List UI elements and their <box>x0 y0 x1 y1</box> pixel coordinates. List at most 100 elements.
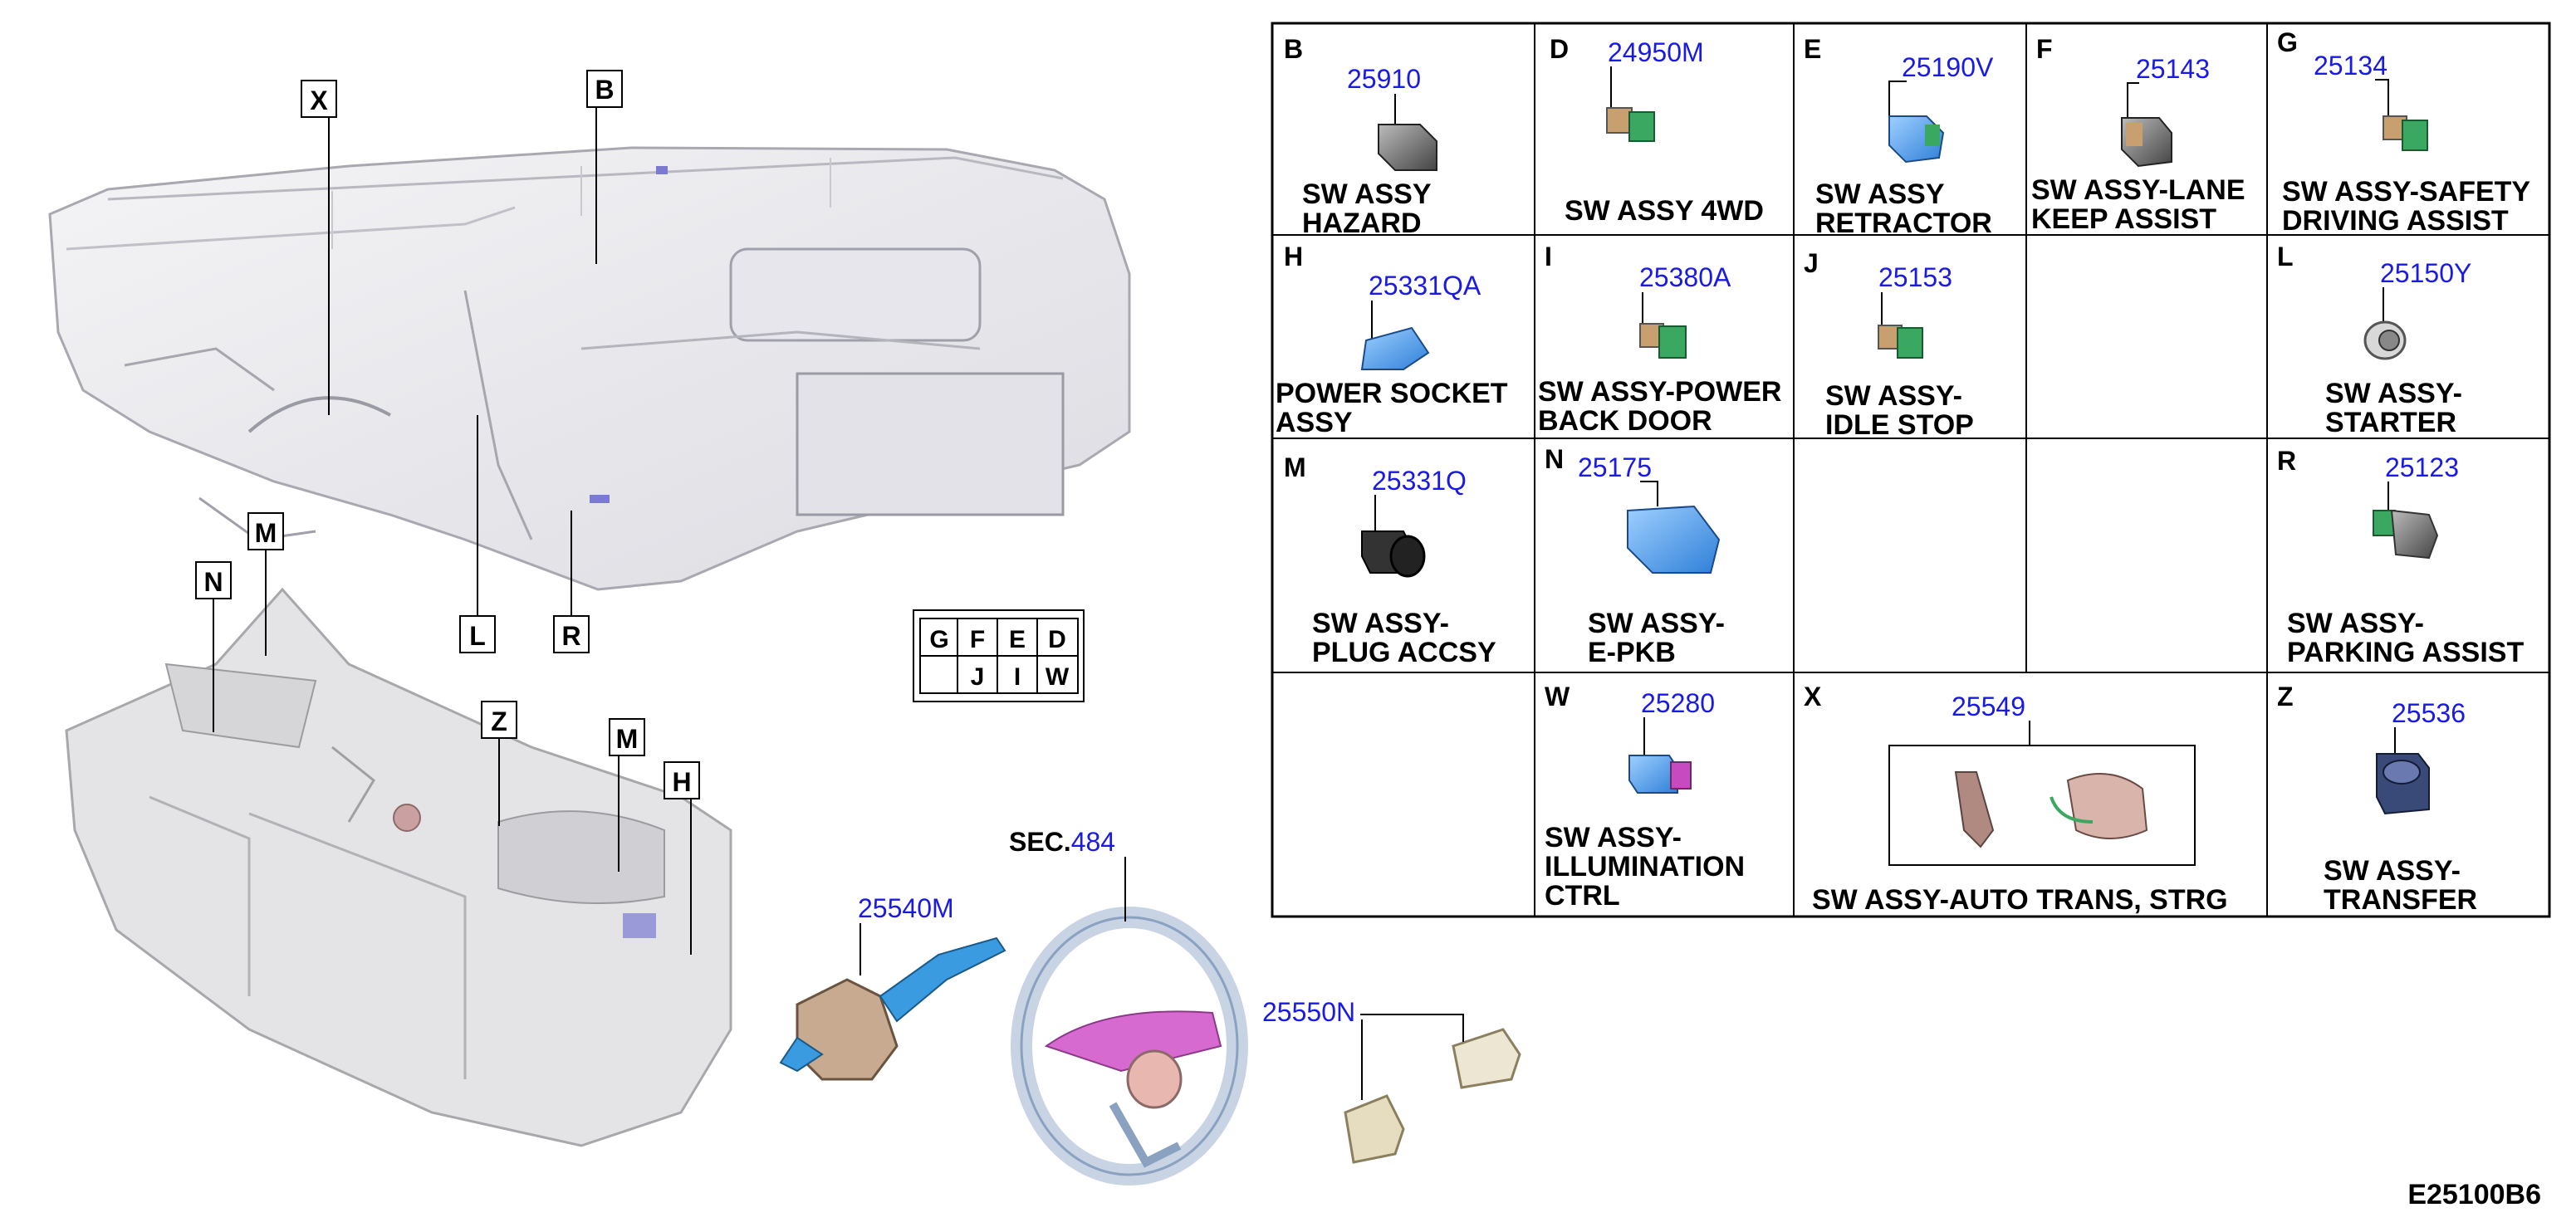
callout-x: X <box>301 80 337 415</box>
power-socket-icon <box>1360 326 1430 370</box>
callout-m-upper: M <box>247 512 284 656</box>
svg-text:25380A: 25380A <box>1639 262 1731 292</box>
svg-text:25550N: 25550N <box>1262 997 1355 1027</box>
svg-text:HAZARD: HAZARD <box>1302 208 1422 239</box>
svg-text:J: J <box>971 663 985 691</box>
svg-text:SW ASSY: SW ASSY <box>1815 178 1945 210</box>
svg-text:POWER SOCKET: POWER SOCKET <box>1276 378 1508 409</box>
cell-e-retractor-switch: E 25190V SW ASSY RETRACTOR <box>1804 34 1994 239</box>
back-door-switch-icon <box>1658 325 1687 359</box>
svg-text:Z: Z <box>2277 682 2294 711</box>
4wd-switch-icon <box>1628 111 1655 142</box>
callout-r: R <box>553 511 590 653</box>
svg-text:25123: 25123 <box>2385 452 2459 482</box>
parking-assist-switch-icon <box>2390 509 2439 560</box>
callout-h: H <box>664 761 700 955</box>
svg-text:25910: 25910 <box>1347 64 1421 94</box>
svg-text:G: G <box>2277 27 2298 57</box>
svg-text:D: D <box>1048 626 1066 653</box>
combination-switch-illustration <box>779 936 1006 1081</box>
illumination-switch-icon <box>1628 755 1678 794</box>
svg-text:25134: 25134 <box>2314 51 2387 81</box>
epkb-switch-icon <box>1627 505 1721 574</box>
drawing-code: E25100B6 <box>2407 1179 2541 1210</box>
cell-n-epkb-switch: N 25175 SW ASSY- E-PKB <box>1545 444 1725 668</box>
svg-text:SW ASSY-: SW ASSY- <box>1545 822 1682 853</box>
svg-text:W: W <box>1545 682 1570 711</box>
svg-text:PARKING ASSIST: PARKING ASSIST <box>2287 637 2524 668</box>
steering-switch-illustration <box>1344 1028 1521 1164</box>
svg-text:RETRACTOR: RETRACTOR <box>1815 208 1992 239</box>
svg-text:M: M <box>1284 452 1306 482</box>
svg-text:SEC.484: SEC.484 <box>1009 827 1115 857</box>
part-number-25540m: 25540M <box>858 893 954 975</box>
cell-b-hazard-switch: B 25910 SW ASSY HAZARD <box>1284 34 1437 239</box>
part-number-25550n: 25550N <box>1262 997 1464 1100</box>
svg-text:B: B <box>1284 34 1303 64</box>
svg-text:SW ASSY-: SW ASSY- <box>1825 380 1962 412</box>
svg-text:X: X <box>310 86 328 115</box>
svg-text:M: M <box>616 724 639 754</box>
svg-text:SW ASSY: SW ASSY <box>1302 178 1432 210</box>
svg-text:24950M: 24950M <box>1608 37 1704 67</box>
cell-i-back-door-switch: I 25380A SW ASSY-POWER BACK DOOR <box>1538 242 1781 437</box>
cell-w-illumination-switch: W 25280 SW ASSY- ILLUMINATION CTRL <box>1545 682 1745 912</box>
svg-text:L: L <box>469 621 486 651</box>
svg-text:DRIVING ASSIST: DRIVING ASSIST <box>2282 205 2509 237</box>
svg-text:STARTER: STARTER <box>2325 407 2456 438</box>
location-key-grid: G F E D J I W <box>913 609 1085 702</box>
svg-text:SW ASSY-: SW ASSY- <box>1312 608 1449 639</box>
svg-text:25150Y: 25150Y <box>2380 258 2471 288</box>
svg-text:25536: 25536 <box>2392 698 2466 728</box>
callout-n: N <box>195 561 232 732</box>
callout-m-lower: M <box>609 718 645 872</box>
svg-text:ASSY: ASSY <box>1276 407 1353 438</box>
svg-text:L: L <box>2277 242 2294 271</box>
svg-text:25175: 25175 <box>1578 452 1652 482</box>
callout-b: B <box>586 70 623 264</box>
center-console-illustration <box>65 587 732 1147</box>
cell-g-safety-switch: G 25134 SW ASSY-SAFETY DRIVING ASSIST <box>2277 27 2530 237</box>
instrument-panel-illustration <box>48 146 1131 591</box>
svg-text:J: J <box>1804 248 1819 278</box>
svg-text:R: R <box>561 621 580 651</box>
auto-trans-right-switch-icon <box>2066 773 2148 839</box>
cell-x-auto-trans-switch: X 25549 SW ASSY-AUTO TRANS, STRG <box>1804 682 2228 916</box>
svg-text:F: F <box>2036 34 2053 64</box>
svg-text:25190V: 25190V <box>1902 52 1994 82</box>
cell-l-starter-switch: L 25150Y SW ASSY- STARTER <box>2277 242 2471 438</box>
idle-stop-switch-icon <box>1897 327 1923 359</box>
svg-text:N: N <box>203 567 223 597</box>
svg-text:25280: 25280 <box>1641 688 1715 718</box>
cell-r-parking-assist-switch: R 25123 SW ASSY- PARKING ASSIST <box>2277 446 2524 668</box>
svg-text:25540M: 25540M <box>858 893 954 923</box>
svg-text:25153: 25153 <box>1878 262 1952 292</box>
svg-text:TRANSFER: TRANSFER <box>2324 884 2477 916</box>
svg-text:CTRL: CTRL <box>1545 880 1620 912</box>
svg-text:W: W <box>1046 663 1070 691</box>
svg-text:B: B <box>595 75 614 105</box>
svg-text:M: M <box>255 518 277 548</box>
svg-text:R: R <box>2277 446 2296 476</box>
svg-text:SW ASSY 4WD: SW ASSY 4WD <box>1565 195 1764 227</box>
svg-text:SW ASSY-LANE: SW ASSY-LANE <box>2031 174 2245 206</box>
steering-wheel-illustration <box>1011 907 1248 1186</box>
svg-text:N: N <box>1545 444 1564 474</box>
svg-text:SW ASSY-: SW ASSY- <box>2324 855 2461 887</box>
svg-text:SW ASSY-: SW ASSY- <box>2287 608 2424 639</box>
svg-text:I: I <box>1014 663 1021 691</box>
svg-text:SW ASSY-SAFETY: SW ASSY-SAFETY <box>2282 176 2530 208</box>
svg-text:G: G <box>929 626 948 653</box>
svg-text:25331Q: 25331Q <box>1372 466 1467 496</box>
svg-text:SW ASSY-AUTO TRANS, STRG: SW ASSY-AUTO TRANS, STRG <box>1812 884 2228 916</box>
svg-text:H: H <box>1284 242 1303 271</box>
svg-text:E-PKB: E-PKB <box>1588 637 1676 668</box>
safety-switch-icon <box>2402 120 2428 151</box>
svg-text:25549: 25549 <box>1952 692 2025 721</box>
cell-h-power-socket: H 25331QA POWER SOCKET ASSY <box>1276 242 1508 438</box>
svg-text:SW ASSY-: SW ASSY- <box>1588 608 1725 639</box>
cell-z-transfer-switch: Z 25536 SW ASSY- TRANSFER <box>2277 682 2477 916</box>
cell-f-lane-keep-switch: F 25143 SW ASSY-LANE KEEP ASSIST <box>2031 34 2245 235</box>
svg-text:25331QA: 25331QA <box>1369 271 1481 301</box>
